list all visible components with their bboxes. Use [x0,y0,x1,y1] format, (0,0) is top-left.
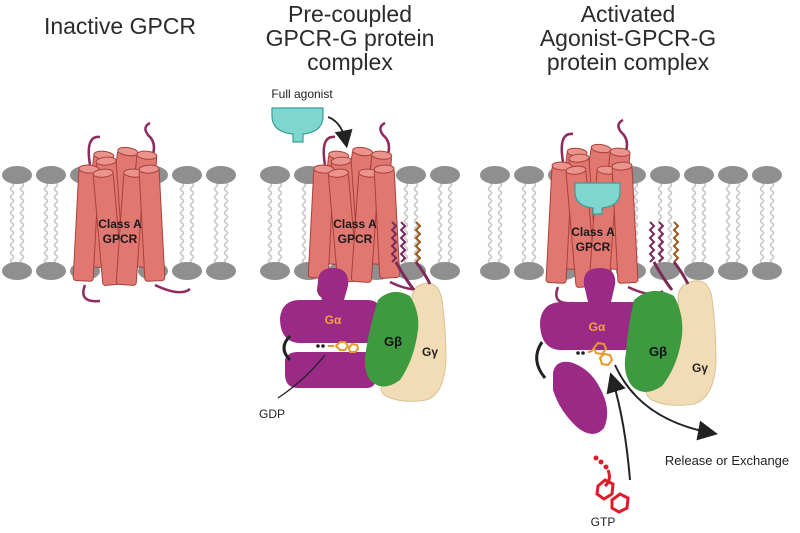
gdp-label: GDP [259,407,285,421]
receptor-label: Class A [98,217,142,231]
g-gamma-label: Gγ [692,361,708,375]
g-alpha-label: Gα [325,313,342,327]
title-line: protein complex [546,49,710,75]
g-beta-label: Gβ [384,334,402,349]
gdp-pointer [277,354,326,399]
panel-title-precoupled: Pre-coupled GPCR-G protein complex [235,2,465,74]
receptor-label: GPCR [103,232,138,246]
receptor-inactive [72,121,191,303]
g-alpha-lower-domain [285,352,376,388]
g-beta-subunit [624,290,683,392]
title-line: Inactive GPCR [43,13,197,39]
g-beta-subunit [364,291,419,387]
lipid-anchor [648,221,690,291]
g-alpha-linker [282,334,292,362]
g-alpha-lower-domain [553,361,608,434]
g-alpha-label: Gα [589,320,606,334]
title-line: Activated [580,1,676,27]
title-line: GPCR-G protein [265,25,435,51]
binding-arrow [327,116,353,149]
gtp-icon [593,455,630,514]
receptor-label: GPCR [338,232,373,246]
title-line: Agonist-GPCR-G [539,25,717,51]
exchange-label: Release or Exchange [665,453,789,468]
g-alpha-subunit [540,268,648,351]
panel-title-activated: Activated Agonist-GPCR-G protein complex [508,2,748,74]
g-beta-label: Gβ [649,344,667,359]
g-alpha-subunit [280,268,380,344]
g-gamma-label: Gγ [422,345,438,359]
full-agonist-icon [271,107,324,143]
g-alpha-linker [535,341,547,379]
gdp-icon [316,341,360,353]
gdp-icon [576,341,614,367]
exchange-arrow [606,372,631,481]
title-line: Pre-coupled [287,1,413,27]
title-line: complex [307,49,393,75]
panel-title-inactive: Inactive GPCR [0,14,240,38]
receptor-label: GPCR [576,240,611,254]
agonist-label: Full agonist [271,87,333,101]
receptor-label: Class A [571,225,615,239]
receptor-label: Class A [333,217,377,231]
lipid-anchor [390,221,432,291]
gtp-label: GTP [591,515,616,529]
bound-agonist-icon [574,182,621,215]
